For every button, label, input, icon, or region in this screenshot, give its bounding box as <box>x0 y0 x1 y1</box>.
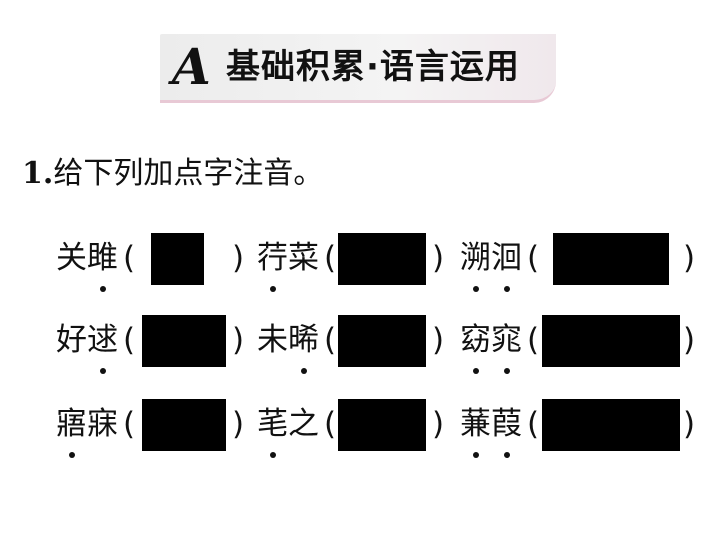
paren-close: ) <box>683 240 696 276</box>
paren-close: ) <box>683 406 696 442</box>
answer-box[interactable] <box>142 399 226 451</box>
paren-open: ( <box>324 240 337 276</box>
word-char-dotted: 晞 <box>288 318 319 374</box>
word-item: 好逑 <box>56 318 118 374</box>
word-char-dotted: 葭 <box>491 402 522 458</box>
question-number: 1. <box>22 156 54 191</box>
paren-close: ) <box>232 406 245 442</box>
paren-open: ( <box>527 240 540 276</box>
paren-open: ( <box>527 322 540 358</box>
answer-box[interactable] <box>338 399 426 451</box>
answer-box[interactable] <box>151 233 204 285</box>
word-char: 寐 <box>87 406 118 442</box>
answer-box[interactable] <box>338 315 426 367</box>
word-char: 未 <box>257 322 288 358</box>
word-char-dotted: 溯 <box>460 236 491 292</box>
word-item: 蒹葭 <box>460 402 522 458</box>
section-title: 基础积累·语言运用 <box>226 47 520 87</box>
answer-box[interactable] <box>553 233 669 285</box>
word-item: 溯洄 <box>460 236 522 292</box>
word-char-dotted: 荇 <box>257 236 288 292</box>
paren-open: ( <box>123 322 136 358</box>
word-char-dotted: 雎 <box>87 236 118 292</box>
answer-box[interactable] <box>542 315 680 367</box>
word-char-dotted: 蒹 <box>460 402 491 458</box>
answer-box[interactable] <box>142 315 226 367</box>
paren-close: ) <box>432 240 445 276</box>
word-item: 窈窕 <box>460 318 522 374</box>
word-char: 之 <box>288 406 319 442</box>
word-char-dotted: 芼 <box>257 402 288 458</box>
paren-close: ) <box>432 322 445 358</box>
word-item: 芼之 <box>257 402 319 458</box>
answer-box[interactable] <box>542 399 680 451</box>
answer-box[interactable] <box>338 233 426 285</box>
section-letter: A <box>172 37 211 96</box>
word-char: 菜 <box>288 240 319 276</box>
word-item: 寤寐 <box>56 402 118 458</box>
word-char-dotted: 窕 <box>491 318 522 374</box>
word-char-dotted: 寤 <box>56 402 87 458</box>
word-char-dotted: 洄 <box>491 236 522 292</box>
question-text: 给下列加点字注音。 <box>53 156 324 191</box>
paren-close: ) <box>432 406 445 442</box>
paren-open: ( <box>123 406 136 442</box>
paren-close: ) <box>232 240 245 276</box>
paren-open: ( <box>527 406 540 442</box>
paren-close: ) <box>683 322 696 358</box>
section-banner: A 基础积累·语言运用 <box>160 34 556 103</box>
word-item: 关雎 <box>56 236 118 292</box>
word-char-dotted: 逑 <box>87 318 118 374</box>
paren-close: ) <box>232 322 245 358</box>
word-item: 荇菜 <box>257 236 319 292</box>
word-char: 关 <box>56 240 87 276</box>
question-prompt: 1.给下列加点字注音。 <box>22 152 323 196</box>
word-item: 未晞 <box>257 318 319 374</box>
paren-open: ( <box>123 240 136 276</box>
paren-open: ( <box>324 322 337 358</box>
word-char-dotted: 窈 <box>460 318 491 374</box>
paren-open: ( <box>324 406 337 442</box>
word-char: 好 <box>56 322 87 358</box>
